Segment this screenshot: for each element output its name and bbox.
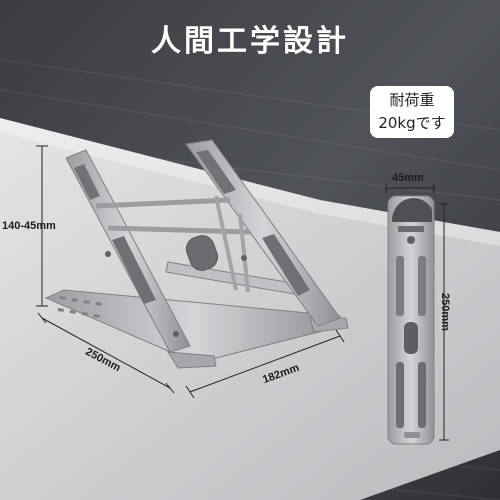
load-capacity-badge: 耐荷重 20kgです (370, 86, 454, 138)
surface-highlight (0, 118, 500, 246)
badge-line-1: 耐荷重 (389, 91, 435, 109)
page-title: 人間工学設計 (151, 24, 349, 59)
laptop-stand-folded-icon (387, 195, 435, 445)
folded-width-dimension-label: 45mm (392, 172, 424, 184)
dimension-lines (36, 145, 449, 441)
folded-length-dimension-label: 250mm (438, 293, 451, 331)
badge-line-2: 20kgです (378, 114, 446, 132)
height-dimension-label: 140-45mm (2, 220, 56, 232)
laptop-stand-open-icon (44, 139, 349, 369)
